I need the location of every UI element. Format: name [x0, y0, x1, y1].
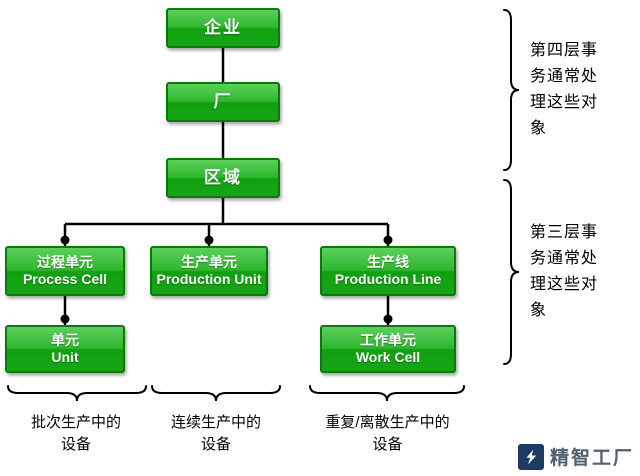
node-enterprise: 企业 — [166, 8, 280, 48]
junction-dot — [60, 314, 70, 324]
brace-layer4-icon — [503, 9, 520, 171]
node-plant: 厂 — [166, 82, 280, 122]
node-unit: 单元 Unit — [5, 325, 125, 373]
node-work-cell-label-zh: 工作单元 — [360, 331, 416, 348]
annotation-layer4: 第四层事务通常处理这些对象 — [530, 42, 599, 137]
annotation-discrete: 重复/离散生产中的 设备 — [305, 412, 470, 456]
annotation-discrete-line1: 重复/离散生产中的 — [325, 414, 450, 431]
brace-batch-icon — [7, 385, 147, 402]
node-work-cell-label-en: Work Cell — [355, 349, 421, 365]
annotation-continuous-line2: 设备 — [200, 436, 231, 453]
node-unit-label-en: Unit — [51, 349, 79, 365]
brand-logo-icon — [517, 443, 544, 470]
brace-layer3-icon — [503, 179, 520, 365]
annotation-layer3: 第三层事务通常处理这些对象 — [530, 224, 599, 319]
node-plant-label: 厂 — [213, 92, 233, 112]
node-production-unit-label-zh: 生产单元 — [181, 253, 237, 270]
brace-continuous-icon — [151, 385, 281, 402]
node-production-line-label-en: Production Line — [334, 271, 442, 287]
node-area-label: 区域 — [204, 168, 242, 188]
brand-name: 精智工厂 — [549, 448, 634, 469]
node-work-cell: 工作单元 Work Cell — [320, 325, 456, 373]
node-unit-label-zh: 单元 — [51, 331, 79, 348]
annotation-batch-line1: 批次生产中的 — [30, 414, 121, 431]
node-enterprise-label: 企业 — [204, 18, 242, 38]
node-production-unit-label-en: Production Unit — [156, 271, 262, 287]
junction-dot — [60, 235, 70, 245]
annotation-batch: 批次生产中的 设备 — [6, 412, 146, 456]
annotation-continuous-line1: 连续生产中的 — [170, 414, 261, 431]
node-area: 区域 — [166, 158, 280, 198]
brace-discrete-icon — [309, 385, 465, 402]
node-process-cell-label-en: Process Cell — [22, 271, 108, 287]
junction-dot — [383, 314, 393, 324]
node-process-cell: 过程单元 Process Cell — [5, 246, 125, 296]
annotation-batch-line2: 设备 — [60, 436, 91, 453]
watermark: 精智工厂 — [517, 443, 634, 470]
annotation-continuous: 连续生产中的 设备 — [151, 412, 281, 456]
junction-dot — [383, 235, 393, 245]
node-process-cell-label-zh: 过程单元 — [37, 253, 93, 270]
annotation-discrete-line2: 设备 — [372, 436, 403, 453]
junction-dot — [204, 235, 214, 245]
node-production-unit: 生产单元 Production Unit — [150, 246, 268, 296]
node-production-line-label-zh: 生产线 — [367, 253, 409, 270]
node-production-line: 生产线 Production Line — [320, 246, 456, 296]
